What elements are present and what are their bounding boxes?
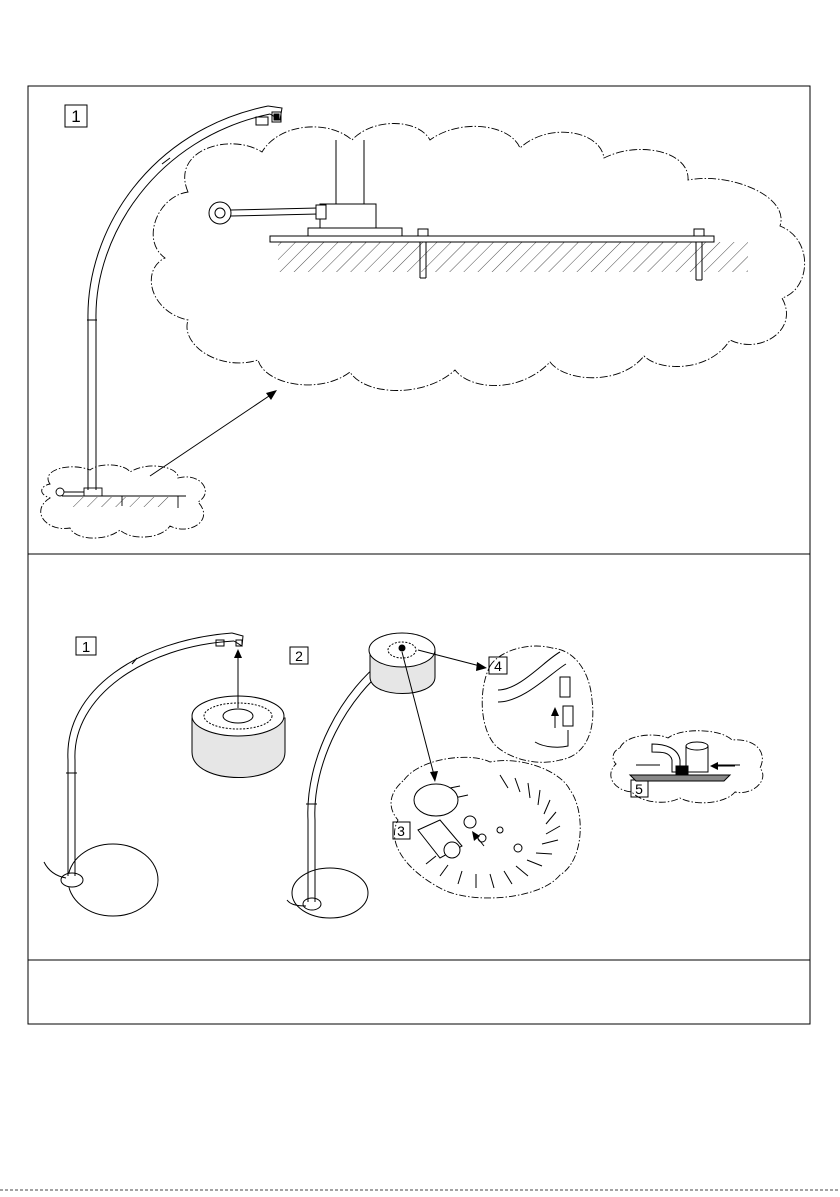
panel-bottom-frame	[28, 960, 810, 1024]
arc-pole-right	[306, 655, 394, 902]
cable-and-bushing	[209, 202, 326, 224]
step-5-badge: 5	[631, 780, 648, 797]
lamp-shade-left	[192, 696, 285, 778]
base-plate-detail	[270, 140, 714, 242]
svg-text:3: 3	[397, 823, 405, 839]
detail-cloud-step-3	[391, 757, 580, 898]
base-disc-right	[292, 868, 368, 918]
svg-text:1: 1	[71, 107, 80, 126]
arc-lamp-pole	[87, 106, 282, 490]
step-1-badge-middle: 1	[76, 637, 96, 656]
base-disc-left	[61, 844, 158, 916]
fitting-step-5	[630, 742, 740, 781]
detail-pointer-arrow-top	[150, 390, 277, 476]
svg-text:5: 5	[635, 781, 643, 797]
insert-arrow-step-4	[551, 707, 559, 728]
step-2-badge: 2	[290, 647, 308, 664]
step-4-badge: 4	[489, 657, 507, 674]
ground-hatch-detail	[278, 242, 748, 272]
svg-text:4: 4	[494, 658, 502, 674]
svg-text:2: 2	[295, 648, 303, 664]
panel-top-frame	[28, 86, 810, 554]
svg-text:1: 1	[82, 639, 90, 656]
insert-arrow-step-5	[710, 762, 735, 770]
tube-connection-step-4	[498, 652, 573, 747]
step-3-badge: 3	[393, 822, 410, 839]
lamp-shade-right	[369, 633, 435, 694]
ground-hatch-small	[72, 497, 172, 507]
step-1-badge-top: 1	[65, 105, 87, 127]
